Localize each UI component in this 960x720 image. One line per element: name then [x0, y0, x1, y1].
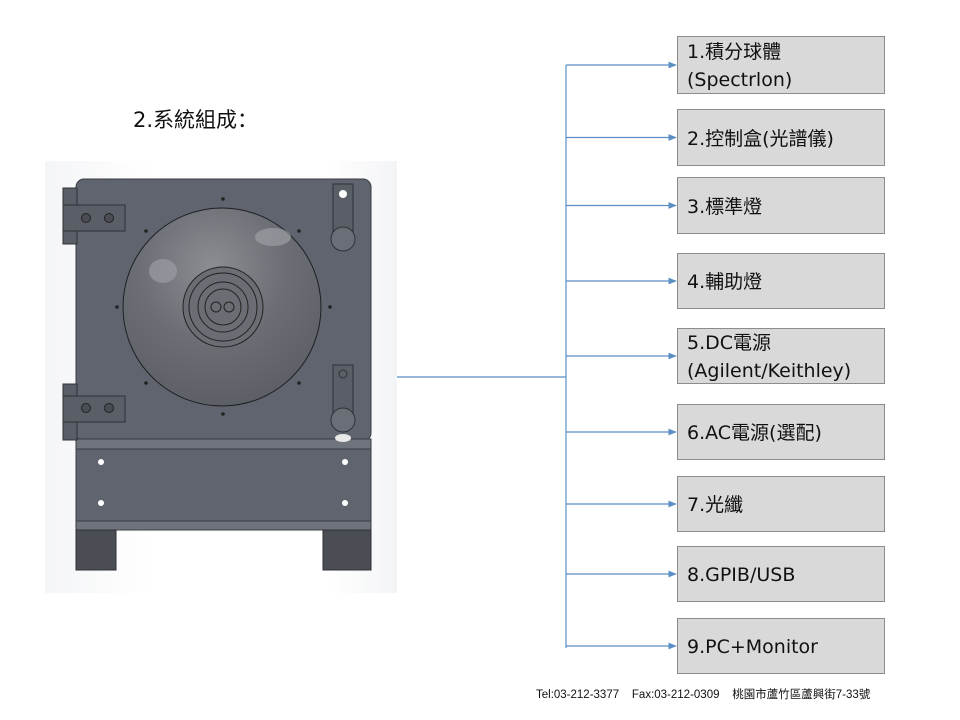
base-rail-bottom [75, 520, 372, 531]
component-label: (Spectrlon) [687, 69, 793, 91]
leg-right [322, 529, 372, 571]
component-label: 5.DC電源 [687, 332, 772, 354]
section-title: 2.系統組成： [133, 108, 259, 132]
component-label: 7.光纖 [687, 494, 744, 516]
component-box-8: 8.GPIB/USB [677, 546, 885, 602]
component-box-9: 9.PC+Monitor [677, 618, 885, 674]
component-label: 9.PC+Monitor [687, 636, 818, 658]
leg-left [75, 529, 117, 571]
contact-footer: Tel:03-212-3377 Fax:03-212-0309 桃園市蘆竹區蘆興… [536, 689, 871, 701]
component-box-7: 7.光纖 [677, 476, 885, 532]
latch-bottom [330, 364, 356, 442]
latch-top [330, 183, 356, 252]
component-label: 2.控制盒(光譜儀) [687, 127, 834, 150]
component-box-2: 2.控制盒(光譜儀) [677, 109, 885, 166]
component-box-6: 6.AC電源(選配) [677, 404, 885, 460]
hinge-bottom [62, 383, 126, 441]
base-panel [75, 448, 372, 522]
component-label: (Agilent/Keithley) [687, 360, 852, 382]
component-label: 4.輔助燈 [687, 271, 763, 293]
hinge-top [62, 187, 126, 245]
component-label: 3.標準燈 [687, 195, 763, 218]
component-box-5: 5.DC電源 (Agilent/Keithley) [677, 328, 885, 384]
component-box-1: 1.積分球體 (Spectrlon) [677, 36, 885, 94]
component-box-3: 3.標準燈 [677, 177, 885, 234]
component-box-4: 4.輔助燈 [677, 253, 885, 309]
instrument-image [45, 161, 397, 593]
component-label: 6.AC電源(選配) [687, 422, 822, 444]
component-label: 1.積分球體 [687, 41, 782, 63]
component-label: 8.GPIB/USB [687, 564, 796, 586]
instrument-drawing [62, 178, 372, 571]
